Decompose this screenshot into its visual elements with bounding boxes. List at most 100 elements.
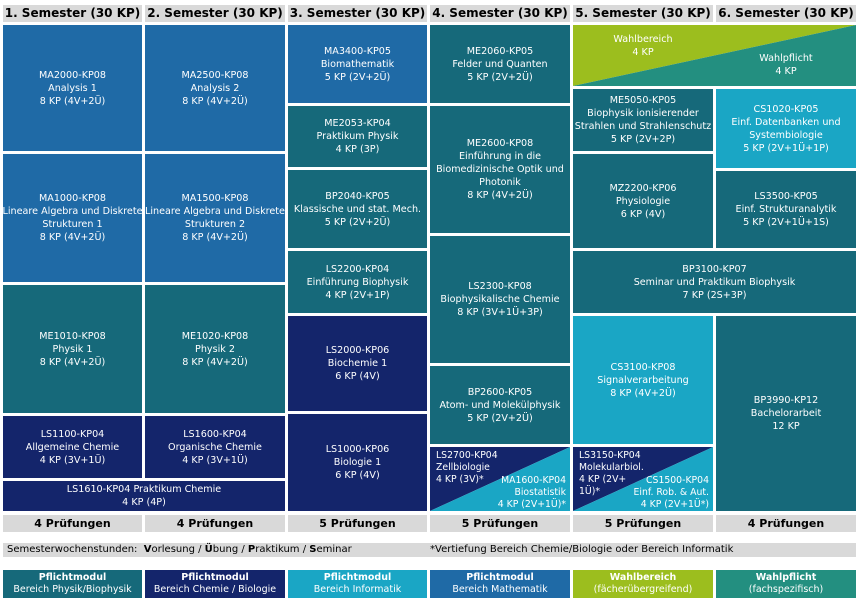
module-bp2040[interactable]: BP2040-KP05 Klassische und stat. Mech. 5… [288,170,427,248]
module-cs1020[interactable]: CS1020-KP05 Einf. Datenbanken und System… [716,89,856,168]
sws-v-rest: orlesung / [151,544,205,555]
module-name: Einführung Biophysik [306,276,409,288]
pruefungen-semester-4: 5 Prüfungen [430,515,570,532]
module-kp: 4 KP (2V+1Ü)* [497,499,566,510]
split-module-ls3150-cs1500[interactable]: LS3150-KP04 Molekularbiol. 4 KP (2V+ 1Ü)… [573,447,713,511]
module-code: ME2600-KP08 [466,138,534,149]
module-name: Wahlpflicht [759,53,813,64]
module-bp3990[interactable]: BP3990-KP12 Bachelorarbeit 12 KP [716,316,856,511]
module-name: Molekularbiol. [579,462,644,473]
module-code: MA2500-KP08 [181,69,249,81]
module-code: MA1600-KP04 [501,475,566,486]
module-ls2700[interactable]: LS2700-KP04 Zellbiologie 4 KP (3V)* [436,450,498,486]
module-name: Analysis 2 [190,82,240,94]
module-name: Biologie 1 [333,457,382,468]
legend-title: Wahlpflicht [755,572,817,583]
module-bp3100[interactable]: BP3100-KP07 Seminar und Praktikum Biophy… [573,251,856,313]
sws-v: V [143,544,152,555]
module-ma1500[interactable]: MA1500-KP08 Lineare Algebra und Diskrete… [145,154,285,282]
module-kp: 4 KP [632,47,654,58]
module-ma2000[interactable]: MA2000-KP08 Analysis 1 8 KP (4V+2Ü) [3,25,142,151]
module-name: Lineare Algebra und Diskrete [2,206,143,217]
module-ma3400[interactable]: MA3400-KP05 Biomathematik 5 KP (2V+2Ü) [288,25,427,103]
module-code: ME1020-KP08 [181,330,249,342]
pruefungen-semester-6: 4 Prüfungen [716,515,856,532]
module-name: Bachelorarbeit [750,408,822,419]
sws-p: P [247,544,256,555]
module-kp: 8 KP (4V+2Ü) [182,95,248,107]
module-code: ME2060-KP05 [466,45,534,57]
legend-chemie: Pflichtmodul Bereich Chemie / Biologie [145,570,285,598]
module-name: Einf. Rob. & Aut. [633,487,709,498]
module-name: Biophysikalische Chemie [440,294,560,305]
module-me1010[interactable]: ME1010-KP08 Physik 1 8 KP (4V+2Ü) [3,285,142,413]
module-ls3150[interactable]: LS3150-KP04 Molekularbiol. 4 KP (2V+ 1Ü)… [579,450,644,498]
semester-3-header: 3. Semester (30 KP) [288,5,427,22]
module-kp: 5 KP (2V+2Ü) [324,216,391,228]
module-kp: 4 KP (3P) [335,144,380,155]
module-ls2000[interactable]: LS2000-KP06 Biochemie 1 6 KP (4V) [288,316,427,411]
semester-5-header: 5. Semester (30 KP) [573,5,713,22]
module-me5050[interactable]: ME5050-KP05 Biophysik ionisierender Stra… [573,89,713,151]
module-name: Wahlbereich [613,34,673,45]
legend-sub: Bereich Informatik [313,584,402,595]
module-cs1500[interactable]: CS1500-KP04 Einf. Rob. & Aut. 4 KP (2V+1… [634,475,709,511]
pruefungen-semester-3: 5 Prüfungen [288,515,427,532]
module-ma1000[interactable]: MA1000-KP08 Lineare Algebra und Diskrete… [3,154,142,282]
legend-title: Pflichtmodul [181,572,249,583]
module-ls2200[interactable]: LS2200-KP04 Einführung Biophysik 4 KP (2… [288,251,427,313]
module-ls1100[interactable]: LS1100-KP04 Allgemeine Chemie 4 KP (3V+1… [3,416,142,478]
sws-s: S [309,544,317,555]
module-name: Systembiologie [749,129,823,141]
module-code: MA1500-KP08 [181,193,249,204]
module-kp: 6 KP (4V) [335,371,380,382]
module-code: LS2000-KP06 [325,345,390,356]
module-name: Organische Chemie [168,441,262,453]
module-kp: 8 KP (4V+2Ü) [39,95,106,107]
module-kp: 8 KP (4V+2Ü) [39,356,106,368]
module-name: Einführung in die [458,151,542,162]
module-kp: 7 KP (2S+3P) [682,289,747,301]
legend-sub: (fächerübergreifend) [593,584,693,595]
semester-6-header: 6. Semester (30 KP) [716,5,856,22]
module-kp: 8 KP (4V+2Ü) [182,356,248,368]
module-code: LS1100-KP04 [40,428,105,440]
legend-wahlpflicht: Wahlpflicht (fachspezifisch) [716,570,856,598]
sws-s-rest: eminar [316,544,352,555]
module-cs3100[interactable]: CS3100-KP08 Signalverarbeitung 8 KP (4V+… [573,316,713,444]
module-name: Physik 1 [52,343,93,355]
legend-title: Pflichtmodul [466,572,534,583]
module-code: ME5050-KP05 [609,95,677,106]
module-code: BP3990-KP12 [753,395,819,406]
module-name: Analysis 1 [48,82,97,94]
module-bp2600[interactable]: BP2600-KP05 Atom- und Molekülphysik 5 KP… [430,366,570,444]
split-module-ls2700-ma1600[interactable]: LS2700-KP04 Zellbiologie 4 KP (3V)* MA16… [430,447,570,511]
wahl-block[interactable]: Wahlbereich 4 KP Wahlpflicht 4 KP [573,25,856,86]
module-kp: 6 KP (4V) [620,208,666,220]
module-ls2300[interactable]: LS2300-KP08 Biophysikalische Chemie 8 KP… [430,236,570,363]
module-me1020[interactable]: ME1020-KP08 Physik 2 8 KP (4V+2Ü) [145,285,285,413]
legend-sub: Bereich Physik/Biophysik [13,584,132,595]
module-code: LS3150-KP04 [579,450,641,461]
module-ls1600[interactable]: LS1600-KP04 Organische Chemie 4 KP (3V+1… [145,416,285,478]
module-name: Biomathematik [320,58,395,70]
module-name: Atom- und Molekülphysik [439,399,561,411]
wahlpflicht-label: Wahlpflicht 4 KP [716,52,856,78]
module-kp: 4 KP (2V+1P) [325,289,390,301]
module-ma2500[interactable]: MA2500-KP08 Analysis 2 8 KP (4V+2Ü) [145,25,285,151]
module-ls1000[interactable]: LS1000-KP06 Biologie 1 6 KP (4V) [288,414,427,511]
module-code: MZ2200-KP06 [609,182,677,194]
module-ma1600[interactable]: MA1600-KP04 Biostatistik 4 KP (2V+1Ü)* [498,475,566,511]
module-kp: 5 KP (2V+2Ü) [324,71,391,83]
module-me2053[interactable]: ME2053-KP04 Praktikum Physik 4 KP (3P) [288,106,427,167]
module-me2060[interactable]: ME2060-KP05 Felder und Quanten 5 KP (2V+… [430,25,570,103]
module-mz2200[interactable]: MZ2200-KP06 Physiologie 6 KP (4V) [573,154,713,248]
module-me2600[interactable]: ME2600-KP08 Einführung in die Biomedizin… [430,106,570,233]
legend-sub: Bereich Mathematik [452,584,548,595]
split-background [573,447,713,511]
module-ls1610[interactable]: LS1610-KP04 Praktikum Chemie 4 KP (4P) [3,481,285,511]
module-name: Physik 2 [195,343,235,355]
pruefungen-semester-5: 5 Prüfungen [573,515,713,532]
module-name: Biostatistik [514,487,566,498]
module-ls3500[interactable]: LS3500-KP05 Einf. Strukturanalytik 5 KP … [716,171,856,248]
